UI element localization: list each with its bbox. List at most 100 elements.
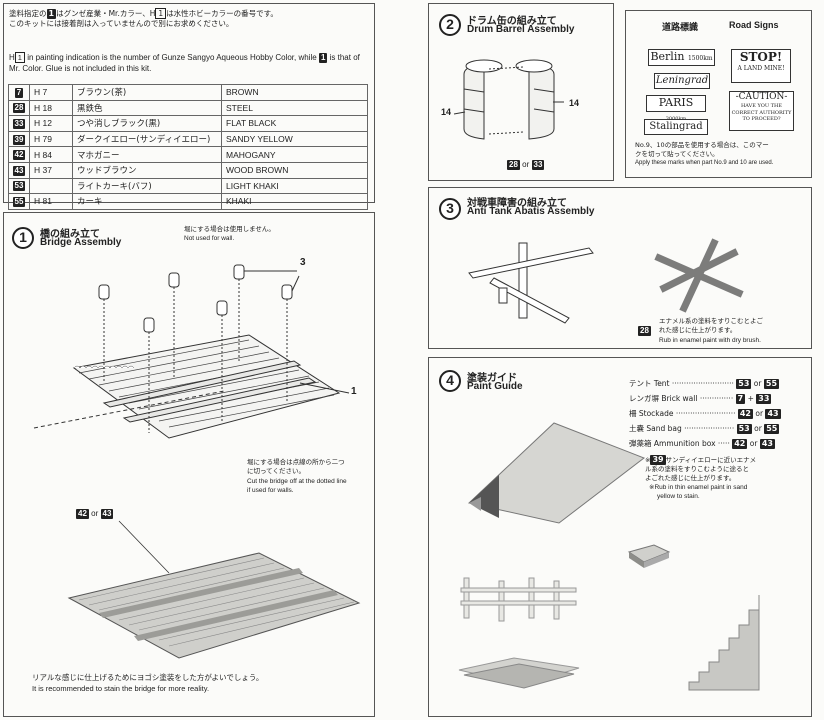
bridge-cut-note-en2: if used for walls.	[247, 487, 294, 494]
sign-berlin: Berlin 1500km	[648, 49, 715, 66]
step-number-1: 1	[12, 227, 34, 249]
bridge-assembly-panel: 1 橋の組み立て Bridge Assembly 堀にする場合は使用しません。 …	[3, 212, 375, 717]
tent-render	[467, 422, 646, 524]
abatis-paint-badge: 28	[638, 326, 651, 336]
road-signs-note-en: Apply these marks when part No.9 and 10 …	[635, 160, 774, 166]
color-name-jp: マホガニー	[72, 146, 222, 163]
h-color-badge: 1	[155, 8, 167, 19]
color-name-en: FLAT BLACK	[221, 115, 368, 132]
step-number-3: 3	[439, 198, 461, 220]
bridge-note-top-jp: 堀にする場合は使用しません。	[184, 225, 275, 233]
sign-leningrad: Leningrad	[654, 73, 710, 89]
drum-exploded-diagram	[453, 59, 564, 140]
h-color-number: H 79	[29, 130, 73, 148]
color-name-jp: ウッドブラウン	[72, 161, 222, 179]
color-name-en: SANDY YELLOW	[221, 130, 368, 148]
mr-color-badge: 1	[46, 9, 57, 19]
drum-title-en: Drum Barrel Assembly	[467, 24, 575, 35]
paint-guide-item: 柵 Stockade ························· 42 …	[629, 409, 781, 419]
bridge-title-en: Bridge Assembly	[40, 237, 122, 248]
paint-info-jp-line2: このキットには接着剤は入っていませんので別にお求めください。	[9, 19, 234, 28]
sign-stop-mine: STOP! A LAND MINE!	[731, 49, 791, 83]
road-signs-note-jp2: クを切って貼ってください。	[635, 150, 719, 158]
mr-color-number: 43	[8, 161, 30, 179]
drum-assembly-panel: 2 ドラム缶の組み立て Drum Barrel Assembly 14 14 2…	[428, 3, 614, 181]
bridge-label-1: 1	[351, 386, 357, 397]
abatis-title-jp: 対戦車障害の組み立て	[467, 198, 567, 209]
drum-title-jp: ドラム缶の組み立て	[467, 16, 557, 27]
color-name-jp: つや消しブラック(黒)	[72, 115, 222, 132]
road-signs-panel: 道路標識 Road Signs Berlin 1500km Leningrad …	[625, 10, 812, 178]
drum-label-right: 14	[569, 98, 580, 108]
paint-guide-title-jp: 塗装ガイド	[467, 373, 517, 384]
bridge-bottom-en: It is recommended to stain the bridge fo…	[32, 684, 210, 693]
bridge-exploded-diagram	[33, 264, 350, 439]
paint-guide-panel: 4 塗装ガイド Paint Guide テント Tent ···········…	[428, 357, 812, 717]
h-color-number: H 84	[29, 146, 73, 163]
paint-guide-title-en: Paint Guide	[467, 381, 523, 392]
h-color-number: H 37	[29, 161, 73, 179]
color-name-jp: ライトカーキ(バフ)	[72, 177, 222, 195]
paint-guide-item: テント Tent ·························· 53 o…	[629, 379, 780, 389]
bridge-cut-note-jp1: 堀にする場合は点線の所から二つ	[247, 458, 345, 466]
paint-guide-item: 弾薬箱 Ammunition box ····· 42 or 43	[629, 439, 775, 449]
mr-color-number: 53	[8, 177, 30, 195]
stockade-render	[460, 577, 577, 622]
mr-color-number: 33	[8, 115, 30, 132]
color-name-jp: カーキ	[72, 193, 222, 210]
abatis-note-jp1: エナメル系の塗料をすりこむとよご	[659, 317, 763, 325]
color-name-en: MAHOGANY	[221, 146, 368, 163]
mr-color-number: 55	[8, 193, 30, 210]
h-color-number: H 81	[29, 193, 73, 210]
color-name-en: STEEL	[221, 99, 368, 117]
bridge-cut-note-en1: Cut the bridge off at the dotted line	[247, 478, 347, 485]
bridge-paint-callout: 42 or 43	[76, 509, 114, 519]
h-color-number: H 12	[29, 115, 73, 132]
paint-guide-note-en1: ※Rub in thin enamel paint in sand	[649, 484, 748, 491]
paint-guide-item: 土嚢 Sand bag ····················· 53 or …	[629, 424, 780, 434]
brick-wall-render	[688, 595, 760, 691]
paint-guide-item: レンガ塀 Brick wall ·············· 7 + 33	[629, 394, 772, 404]
road-signs-note-jp1: No.9、10の部品を使用する場合は、このマー	[635, 141, 769, 149]
sandbag-render	[627, 544, 671, 568]
bridge-note-top-en: Not used for wall.	[184, 235, 235, 242]
mr-color-number: 7	[8, 84, 30, 101]
color-name-en: KHAKI	[221, 193, 368, 210]
abatis-exploded-diagram	[468, 242, 594, 324]
drum-label-left: 14	[441, 107, 452, 117]
color-name-jp: 黒鉄色	[72, 99, 222, 117]
mr-color-number: 42	[8, 146, 30, 163]
h-color-number: H 18	[29, 99, 73, 117]
mr-color-number: 39	[8, 130, 30, 148]
abatis-title-en: Anti Tank Abatis Assembly	[467, 206, 595, 217]
bridge-label-3: 3	[300, 257, 306, 268]
step-number-2: 2	[439, 14, 461, 36]
mr-color-number: 28	[8, 99, 30, 117]
color-name-en: WOOD BROWN	[221, 161, 368, 179]
color-name-jp: ブラウン(茶)	[72, 84, 222, 101]
bridge-title-jp: 橋の組み立て	[40, 229, 100, 240]
bridge-cut-note-jp2: に切ってください。	[247, 467, 305, 475]
paint-guide-note-en2: yellow to stain.	[657, 493, 700, 500]
road-signs-title-en: Road Signs	[729, 20, 779, 30]
abatis-painted-render	[654, 238, 744, 313]
abatis-note-jp2: れた感じに仕上がります。	[659, 326, 737, 334]
color-name-jp: ダークイエロー(サンディイエロー)	[72, 130, 222, 148]
h-color-number	[29, 177, 73, 195]
road-signs-title-jp: 道路標識	[662, 23, 699, 33]
debris-render	[458, 657, 580, 689]
color-name-en: BROWN	[221, 84, 368, 101]
drum-paint-callout: 28 or 33	[507, 160, 545, 170]
sign-caution: -CAUTION- HAVE YOU THE CORRECT AUTHORITY…	[729, 91, 794, 131]
abatis-assembly-panel: 3 対戦車障害の組み立て Anti Tank Abatis Assembly 2…	[428, 187, 812, 349]
color-name-en: LIGHT KHAKI	[221, 177, 368, 195]
bridge-bottom-jp: リアルな感じに仕上げるためにヨゴシ塗装をした方がよいでしょう。	[32, 673, 264, 682]
h-color-number: H 7	[29, 84, 73, 101]
